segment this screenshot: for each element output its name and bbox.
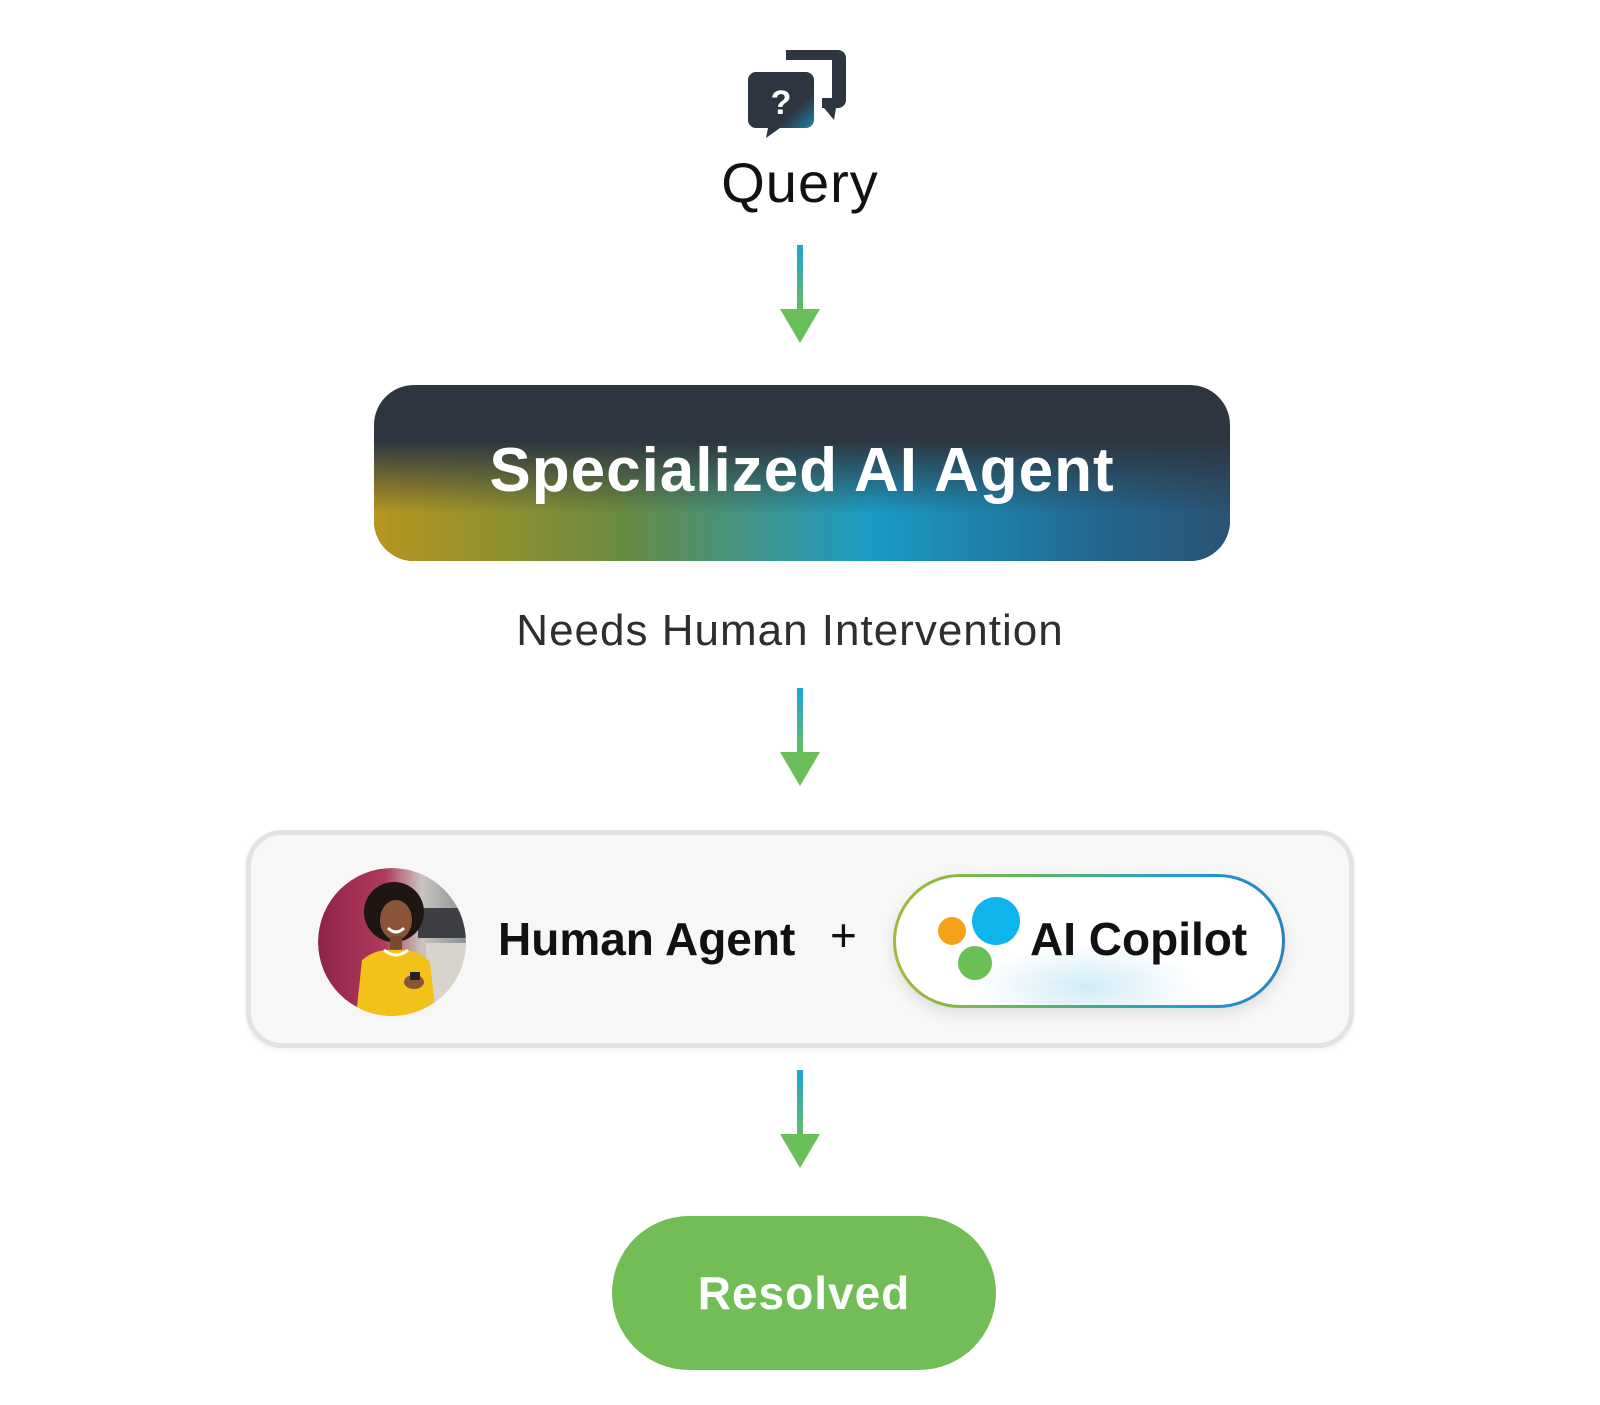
svg-text:?: ? [771,84,792,122]
agent-gradient-glow [374,441,1230,561]
agent-title: Specialized AI Agent [489,436,1115,505]
copilot-dots-icon [938,897,1020,980]
specialized-ai-agent-node: Specialized AI Agent [374,385,1230,561]
plus-sign: + [830,909,857,961]
question-chat-icon: ? [748,50,846,138]
ai-copilot-label: AI Copilot [1030,913,1248,965]
condition-label: Needs Human Intervention [516,606,1064,655]
query-label: Query [721,151,879,214]
down-arrow-icon [780,688,820,786]
down-arrow-icon [780,1070,820,1168]
human-agent-avatar [318,868,466,1016]
down-arrow-icon [780,245,820,343]
human-agent-label: Human Agent [498,913,796,965]
resolved-node: Resolved [612,1216,996,1370]
resolved-label: Resolved [697,1267,911,1319]
